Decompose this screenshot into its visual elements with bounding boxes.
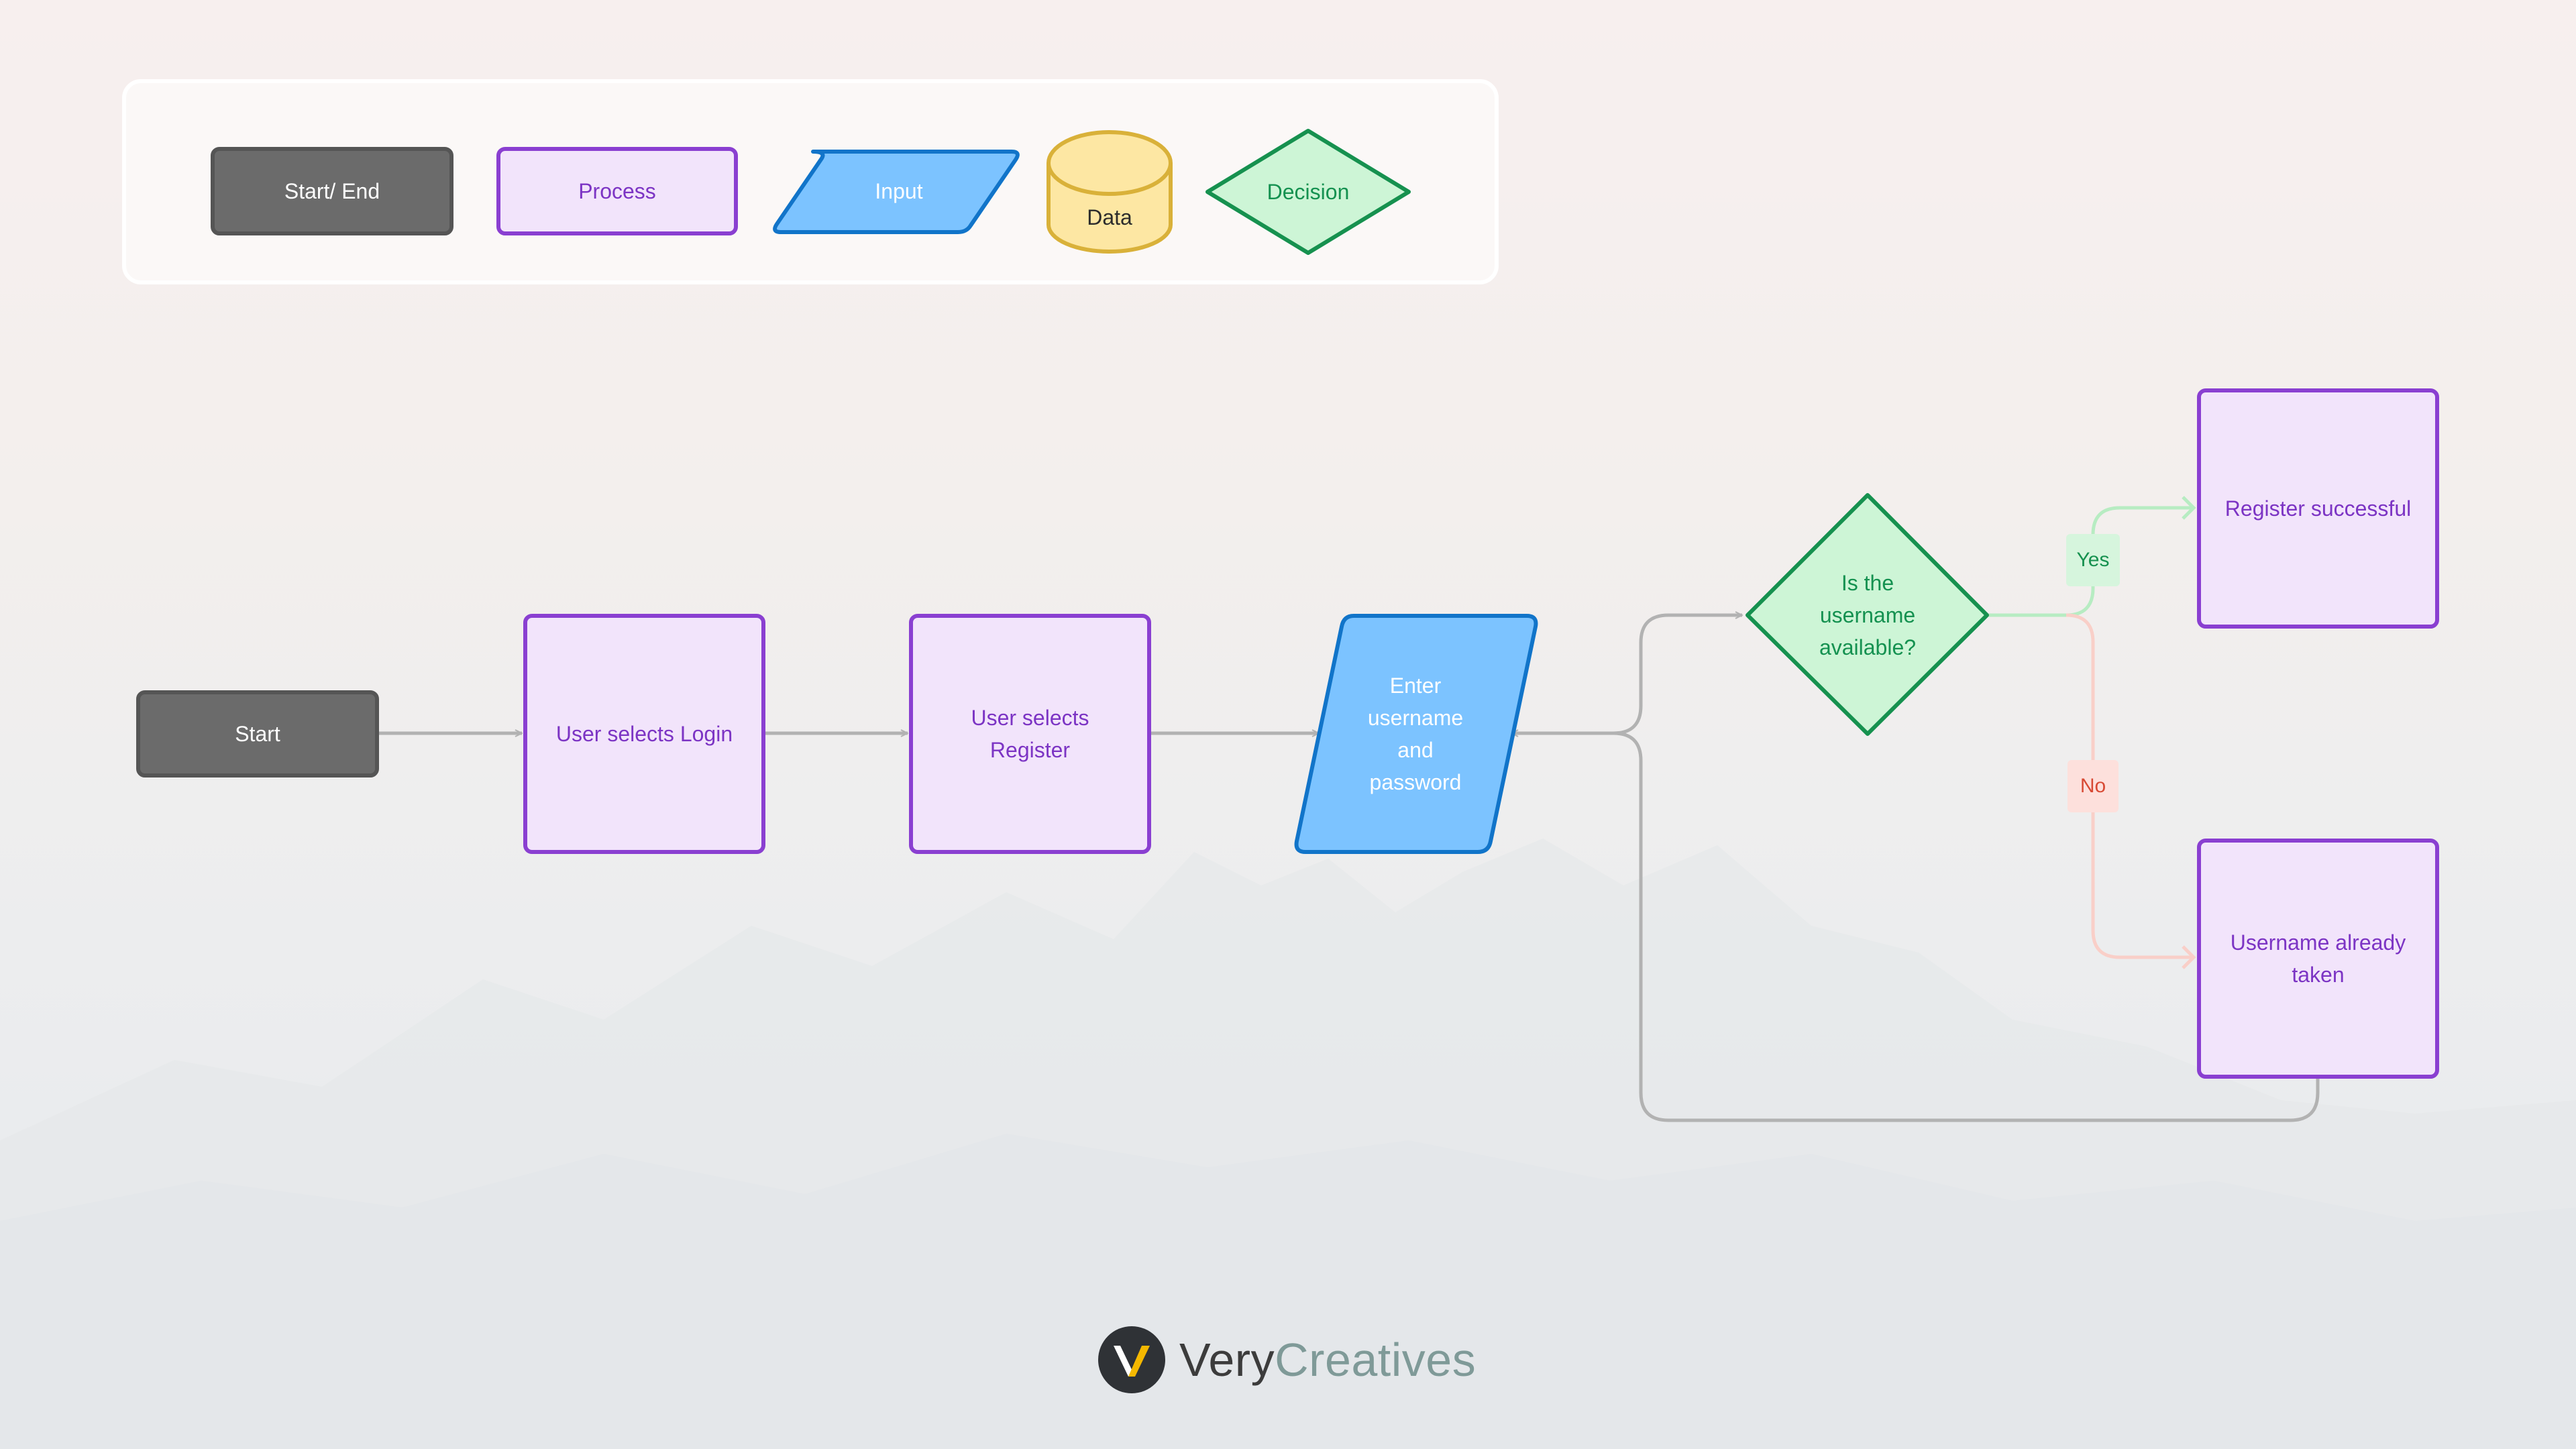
decision-node-shape [1746,493,1989,736]
brand-creatives: Creatives [1275,1334,1477,1386]
success-node-label: Register successful [2224,496,2412,521]
legend-start-end-label: Start/ End [284,179,380,203]
taken-node-label: Username already taken [2230,930,2406,987]
legend-input-shape [773,150,1020,234]
connector-enter-to-decision [1511,615,1742,735]
no-edge-label: No [2068,760,2118,812]
legend-input-label: Input [875,179,923,203]
decision-node-label: Is the username available? [1819,571,1917,659]
success-node-shape [2197,388,2439,629]
login-node-label: User selects Login [555,722,733,746]
enter-node-label: Enter username and password [1367,674,1464,794]
no-arrow-head [2182,945,2196,969]
legend-start-end-shape [211,147,453,235]
yes-arrow-head [2182,496,2196,520]
brand-name: VeryCreatives [1179,1333,1476,1387]
brand-very: Very [1179,1334,1275,1386]
register-node-label: User selects Register [971,706,1089,762]
very-creatives-logo-icon [1098,1326,1165,1393]
connector-no-branch [2065,613,2194,959]
taken-node-shape [2197,839,2439,1079]
legend-decision-label: Decision [1267,180,1350,204]
legend-data-label: Data [1087,205,1132,229]
enter-node-shape [1294,614,1538,854]
brand-logo: VeryCreatives [1097,1323,1476,1397]
legend-decision-shape [1205,129,1411,255]
register-node-shape [909,614,1151,854]
legend-data-shape [1046,130,1173,254]
start-node-label: Start [235,722,280,746]
start-node-shape [136,690,379,777]
login-node-shape [523,614,765,854]
connector-taken-back-to-enter [1511,733,2320,1122]
yes-edge-label: Yes [2066,534,2120,586]
legend-process-label: Process [578,179,656,203]
legend-process-shape [496,147,738,235]
